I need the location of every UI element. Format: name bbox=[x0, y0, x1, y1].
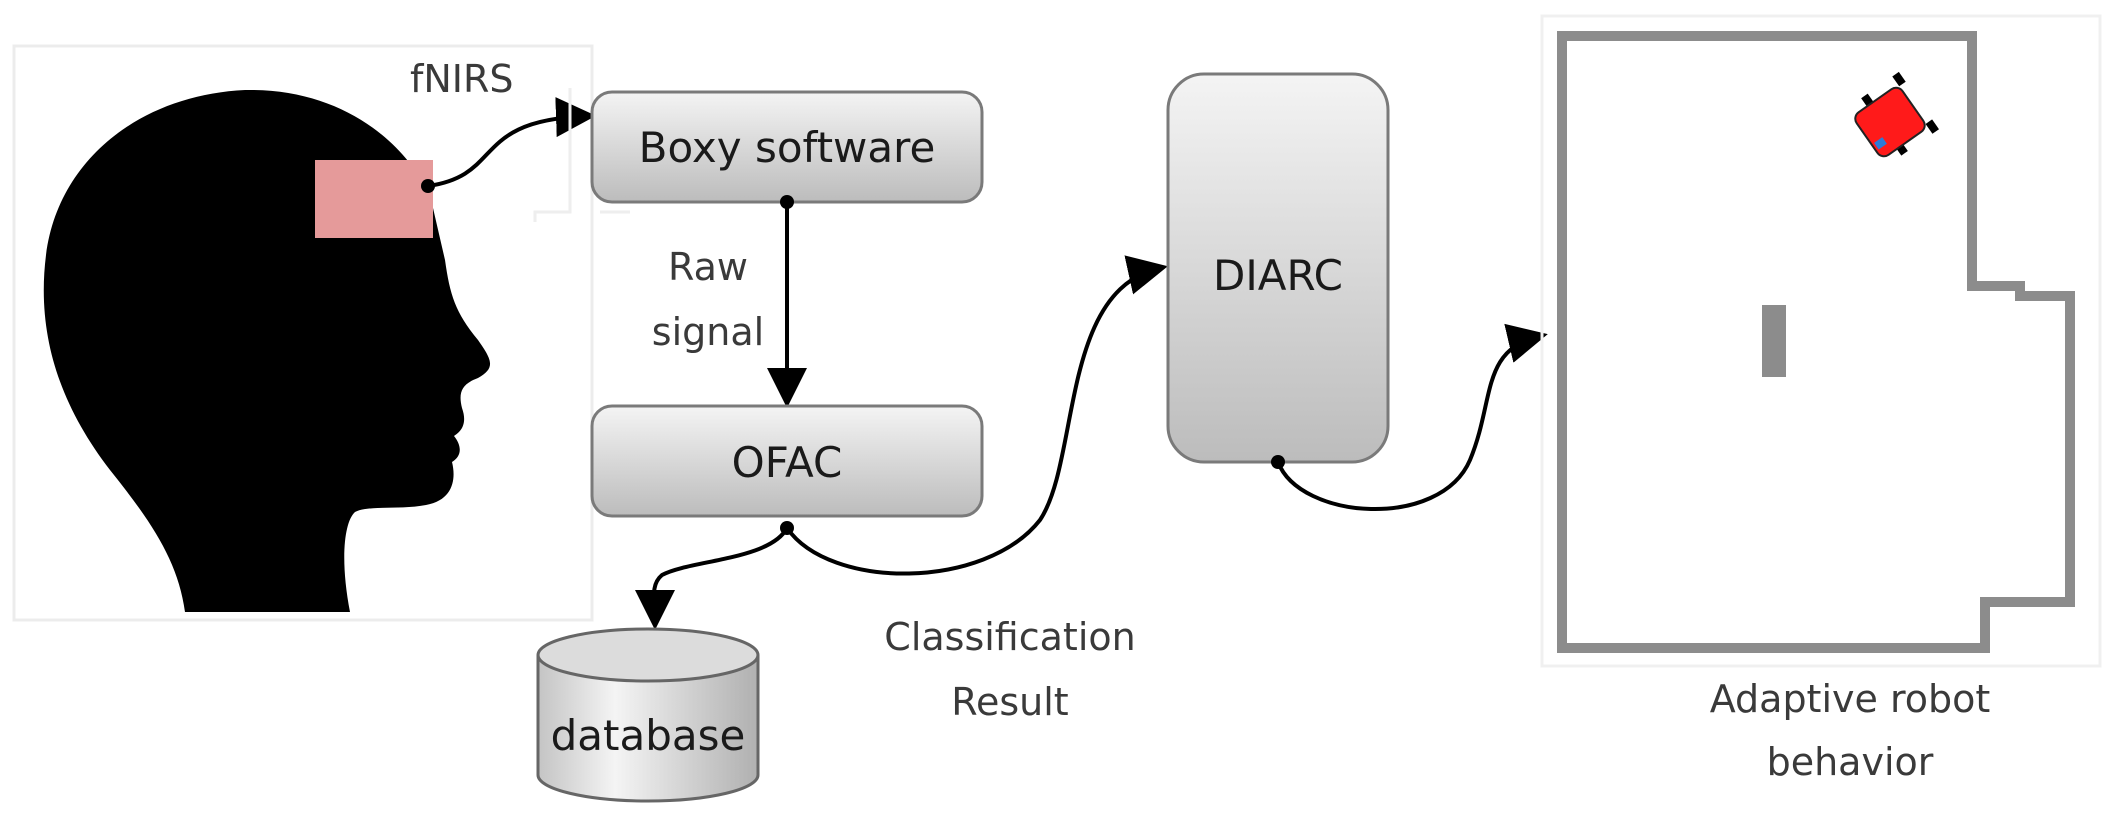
robot-arena-walls bbox=[1557, 31, 2075, 653]
robot-caption-line2: behavior bbox=[1767, 740, 1934, 784]
arrow-sensor-to-boxy bbox=[427, 97, 596, 188]
fnirs-label: fNIRS bbox=[410, 57, 514, 101]
arrow-diarc-to-robot bbox=[1276, 323, 1548, 512]
database-label: database bbox=[551, 711, 746, 760]
boxy-software-node: Boxy software bbox=[590, 90, 984, 204]
classification-label-line1: Classification bbox=[884, 615, 1135, 659]
robot-caption-line1: Adaptive robot bbox=[1710, 677, 1991, 721]
raw-signal-label-line2: signal bbox=[652, 310, 764, 354]
fnirs-sensor-patch bbox=[315, 160, 433, 238]
arena-obstacle bbox=[1762, 305, 1786, 377]
boxy-software-label: Boxy software bbox=[639, 123, 936, 172]
raw-signal-label-line1: Raw bbox=[668, 245, 748, 289]
diarc-label: DIARC bbox=[1213, 251, 1343, 300]
classification-label-line2: Result bbox=[951, 680, 1068, 724]
boxy-shadow-outline bbox=[533, 88, 630, 222]
database-cylinder-icon: database bbox=[536, 627, 760, 803]
robot-arena-panel bbox=[1540, 14, 2102, 668]
diarc-node: DIARC bbox=[1166, 72, 1390, 464]
robot-icon bbox=[1854, 71, 1939, 158]
ofac-label: OFAC bbox=[732, 438, 843, 487]
arrow-ofac-to-database bbox=[634, 526, 789, 630]
ofac-node: OFAC bbox=[590, 404, 984, 518]
arrow-ofac-to-diarc bbox=[785, 255, 1168, 576]
head-panel bbox=[12, 44, 594, 622]
